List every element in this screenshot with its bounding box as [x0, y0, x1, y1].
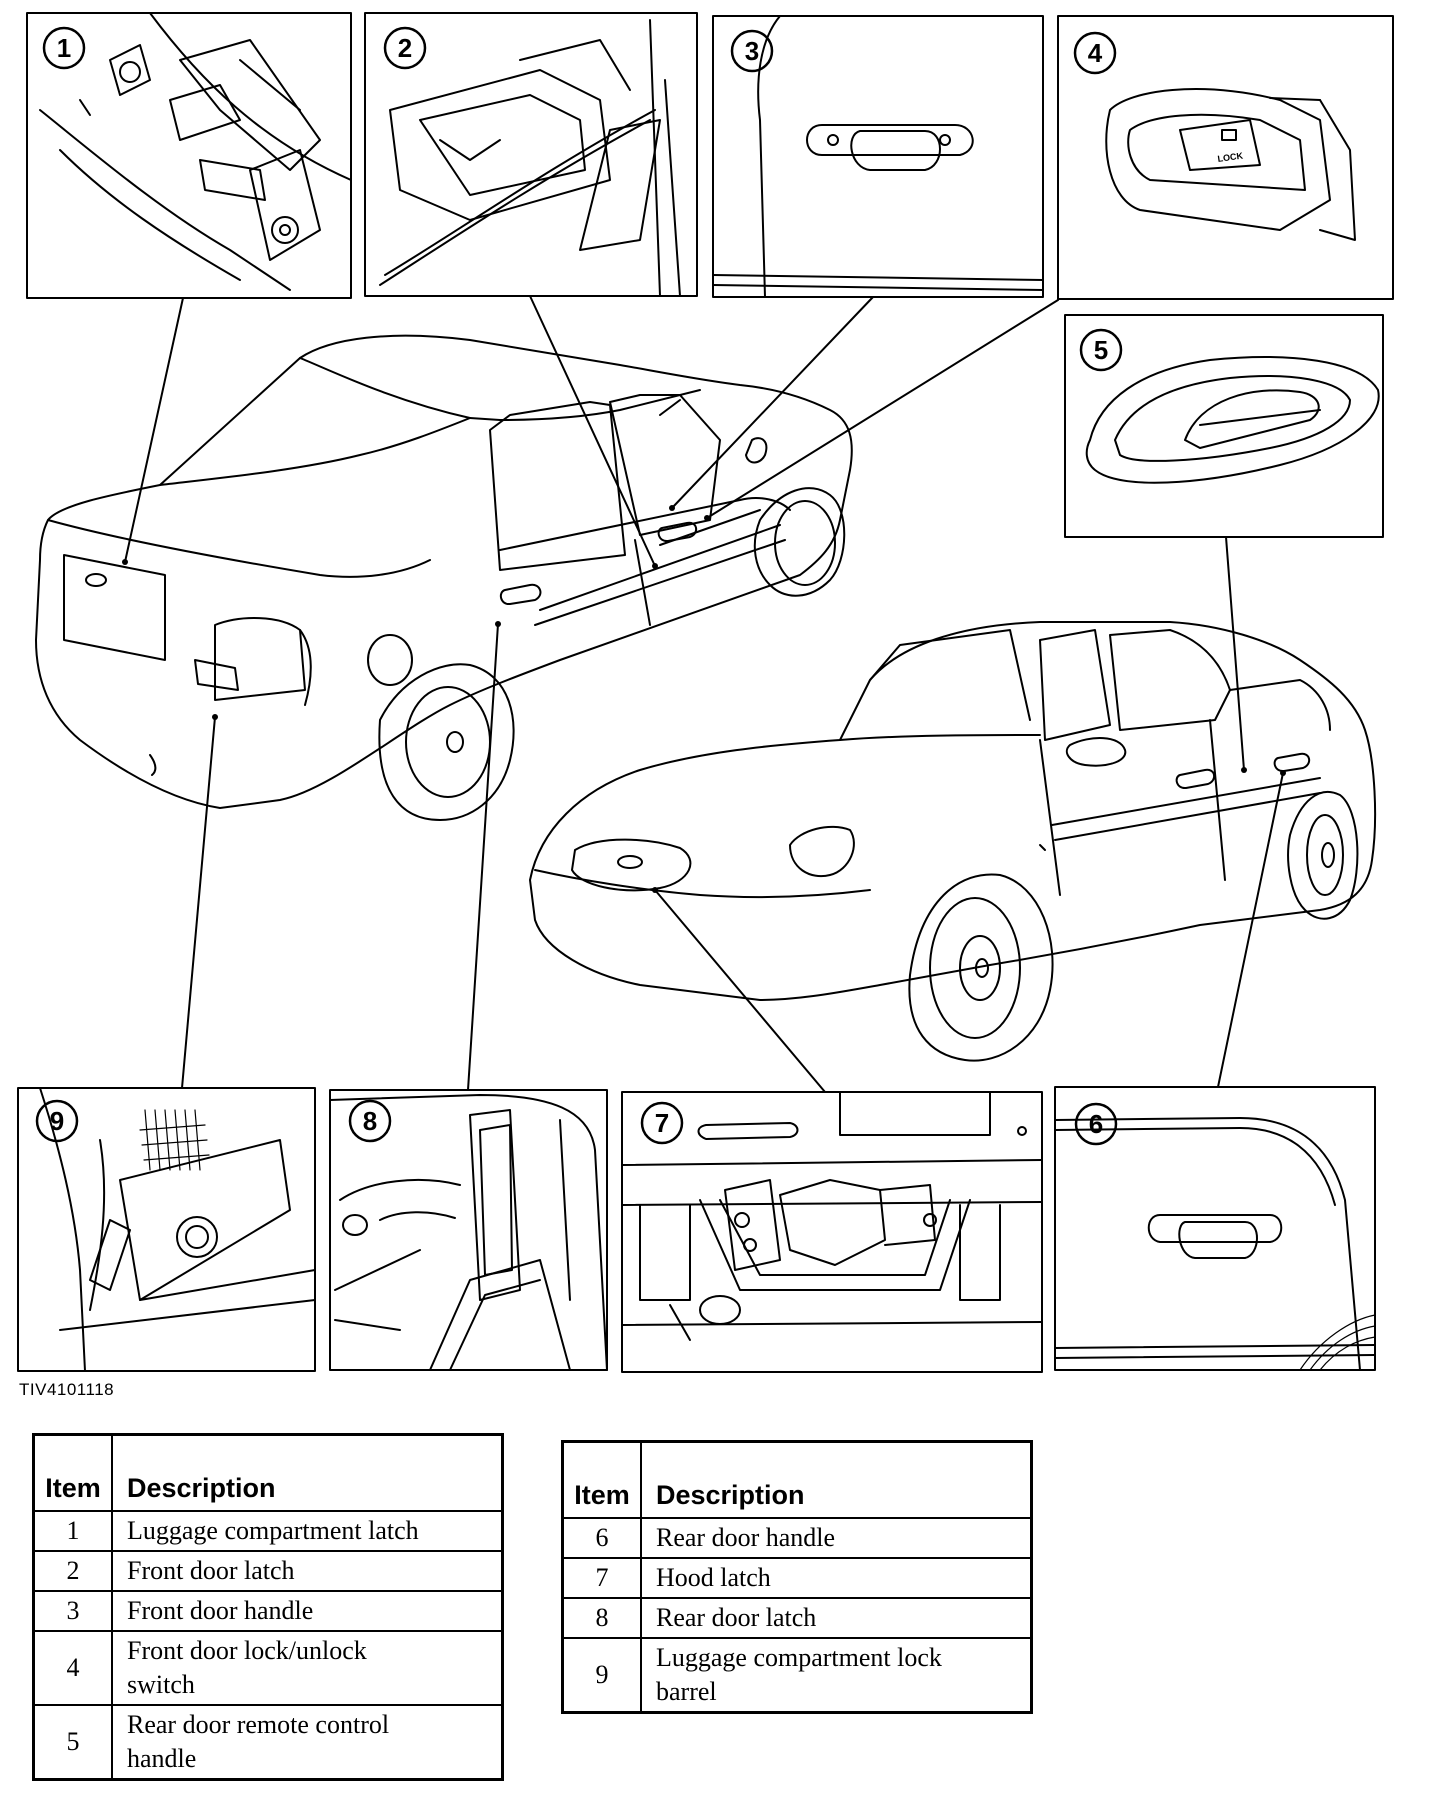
table-row: 3 Front door handle: [32, 1590, 504, 1632]
legend-item-description: Rear door latch: [640, 1597, 1033, 1639]
panel-6-rear-door-handle: [1054, 1086, 1376, 1371]
panel-5-rear-door-remote-handle: [1064, 314, 1384, 538]
callout-number-9: 9: [50, 1106, 64, 1136]
legend-item-number: 1: [32, 1510, 113, 1552]
legend-item-number: 6: [561, 1517, 642, 1559]
panel-4-lock-switch: [1057, 15, 1394, 300]
leader-dots: [122, 505, 1286, 893]
callout-markers: [35, 26, 1123, 1146]
table-row: 1 Luggage compartment latch: [32, 1510, 504, 1552]
legend-item-description: Front door handle: [111, 1590, 504, 1632]
panel-2-front-door-latch: [364, 12, 698, 297]
callout-number-3: 3: [745, 36, 759, 66]
legend-item-number: 3: [32, 1590, 113, 1632]
table-row: 8 Rear door latch: [561, 1597, 1033, 1639]
legend-item-number: 7: [561, 1557, 642, 1599]
callout-numbers: 1 2 3 4 5 6 7 8 9: [50, 33, 1108, 1139]
legend-header-item: Item: [32, 1433, 113, 1512]
legend-item-number: 8: [561, 1597, 642, 1639]
legend-header: Item Description: [32, 1433, 504, 1512]
legend-table-left: Item Description 1 Luggage compartment l…: [32, 1433, 504, 1781]
legend-header-item: Item: [561, 1440, 642, 1519]
legend-item-description: Rear door handle: [640, 1517, 1033, 1559]
leader-lines: [124, 295, 1284, 1093]
callout-number-2: 2: [398, 33, 412, 63]
lock-switch-label: LOCK: [1217, 150, 1244, 164]
legend-header-description: Description: [111, 1433, 504, 1512]
panel-7-hood-latch: [621, 1091, 1043, 1373]
callout-number-4: 4: [1088, 38, 1103, 68]
legend-item-description: Front door latch: [111, 1550, 504, 1592]
figure-id: TIV4101118: [19, 1380, 115, 1399]
panel-8-rear-door-latch: [329, 1089, 608, 1371]
table-row: 6 Rear door handle: [561, 1517, 1033, 1559]
legend-header-description: Description: [640, 1440, 1033, 1519]
legend-item-description: Hood latch: [640, 1557, 1033, 1599]
legend-item-number: 4: [32, 1630, 113, 1706]
callout-number-1: 1: [57, 33, 71, 63]
panel-3-front-door-handle: [712, 15, 1044, 298]
legend-item-number: 5: [32, 1704, 113, 1781]
legend-item-number: 2: [32, 1550, 113, 1592]
table-row: 2 Front door latch: [32, 1550, 504, 1592]
legend-item-number: 9: [561, 1637, 642, 1714]
callout-number-7: 7: [655, 1108, 669, 1138]
legend-table-right: Item Description 6 Rear door handle 7 Ho…: [561, 1440, 1033, 1714]
table-row: 7 Hood latch: [561, 1557, 1033, 1599]
panel-1-luggage-latch: [26, 12, 352, 299]
legend-item-description: Luggage compartment latch: [111, 1510, 504, 1552]
callout-number-5: 5: [1094, 335, 1108, 365]
legend-header: Item Description: [561, 1440, 1033, 1519]
callout-number-8: 8: [363, 1106, 377, 1136]
rear-car-drawing: [35, 334, 853, 821]
callout-number-6: 6: [1089, 1109, 1103, 1139]
front-car-drawing: [529, 621, 1377, 1062]
panel-9-lock-barrel: [17, 1087, 316, 1372]
